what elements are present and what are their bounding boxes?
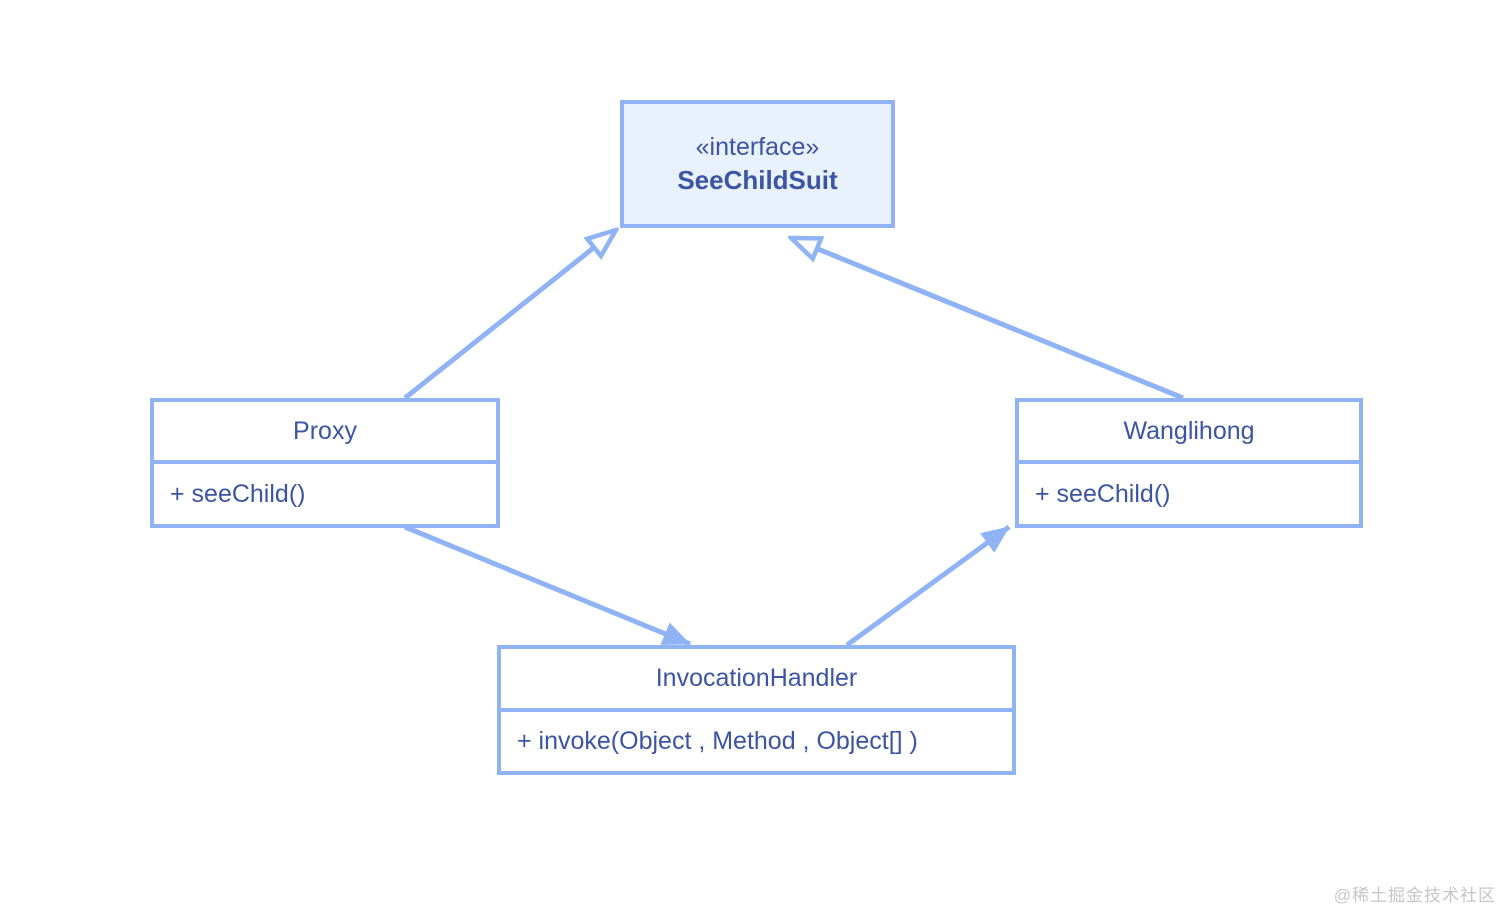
edge-proxy-to-seechildsuit <box>403 230 616 400</box>
watermark: @稀土掘金技术社区 <box>1333 886 1496 905</box>
class-member: + seeChild() <box>1035 479 1171 508</box>
class-name: Wanglihong <box>1019 402 1359 464</box>
class-member: + invoke(Object , Method , Object[] ) <box>517 727 918 755</box>
edge-wanglihong-to-seechildsuit <box>791 238 1184 401</box>
node-interface-seechildsuit: «interface» SeeChildSuit <box>620 100 895 228</box>
class-member: + seeChild() <box>170 479 306 508</box>
node-class-invocationhandler: InvocationHandler + invoke(Object , Meth… <box>497 645 1016 775</box>
class-name: InvocationHandler <box>501 649 1012 712</box>
class-name: Proxy <box>154 402 496 464</box>
class-members: + invoke(Object , Method , Object[] ) <box>501 712 1012 771</box>
node-class-proxy: Proxy + seeChild() <box>150 398 500 528</box>
interface-name: SeeChildSuit <box>677 164 838 195</box>
edge-proxy-to-invocationhandler <box>404 524 691 647</box>
class-members: + seeChild() <box>1019 464 1359 524</box>
class-members: + seeChild() <box>154 464 496 524</box>
edge-invocationhandler-to-wanglihong <box>845 524 1011 648</box>
interface-stereotype: «interface» <box>695 132 820 161</box>
node-class-wanglihong: Wanglihong + seeChild() <box>1015 398 1363 528</box>
